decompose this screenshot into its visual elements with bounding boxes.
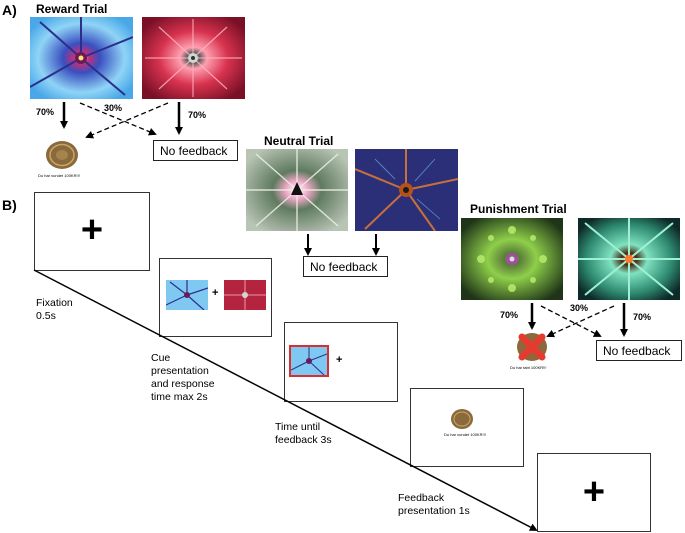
selection-plus: + <box>336 354 343 366</box>
punishment-arrow-cross-right <box>540 305 602 337</box>
punishment-arrow-cross-left <box>546 305 615 338</box>
cue-alt-fractal-image <box>224 280 266 310</box>
punishment-no-feedback-box: No feedback <box>596 340 682 361</box>
punishment-prob-left: 70% <box>500 310 519 320</box>
cue-plus: + <box>212 287 219 299</box>
reward-arrow-cross-left <box>85 102 169 139</box>
timeline-arrow <box>33 269 538 531</box>
fixation-cross: + <box>80 209 104 251</box>
reward-coin-icon <box>42 140 82 178</box>
section-b-label: B) <box>2 197 17 213</box>
final-fixation-cross: + <box>582 471 606 513</box>
reward-trial-title: Reward Trial <box>36 2 108 16</box>
neutral-fractal-image <box>246 149 348 231</box>
neutral-alt-fractal-image <box>355 149 458 231</box>
reward-prob-cross: 30% <box>104 103 123 113</box>
cue-reward-fractal-image <box>166 280 208 310</box>
punishment-fractal-image <box>461 218 563 300</box>
selected-fractal-frame <box>289 345 329 377</box>
punishment-alt-fractal-image <box>578 218 680 300</box>
reward-prob-left: 70% <box>36 107 55 117</box>
reward-arrow-cross-right <box>79 102 157 136</box>
punishment-prob-right: 70% <box>633 312 652 322</box>
feedback-coin-icon <box>449 407 475 431</box>
reward-no-feedback-box: No feedback <box>153 140 238 161</box>
reward-fractal-image <box>30 17 133 99</box>
section-a-label: A) <box>2 2 17 18</box>
feedback-screen: Du har vundet 100KR!!! <box>410 388 524 467</box>
reward-alt-fractal-image <box>142 17 245 99</box>
final-fixation-screen: + <box>537 453 651 532</box>
feedback-coin-caption: Du har vundet 100KR!!! <box>444 432 486 437</box>
cue-screen: + <box>159 258 272 337</box>
fixation-screen: + <box>34 192 150 271</box>
neutral-trial-title: Neutral Trial <box>264 134 334 148</box>
loss-coin-caption: Du har tabt 100KR!!! <box>510 365 547 370</box>
neutral-no-feedback-box: No feedback <box>303 256 388 277</box>
reward-prob-right: 70% <box>188 110 207 120</box>
punishment-trial-title: Punishment Trial <box>470 202 567 216</box>
selection-screen: + <box>284 322 398 402</box>
loss-coin-icon <box>514 331 550 365</box>
punishment-prob-cross: 30% <box>570 303 589 313</box>
reward-coin-caption: Du har vundet 100KR!!! <box>38 173 80 178</box>
